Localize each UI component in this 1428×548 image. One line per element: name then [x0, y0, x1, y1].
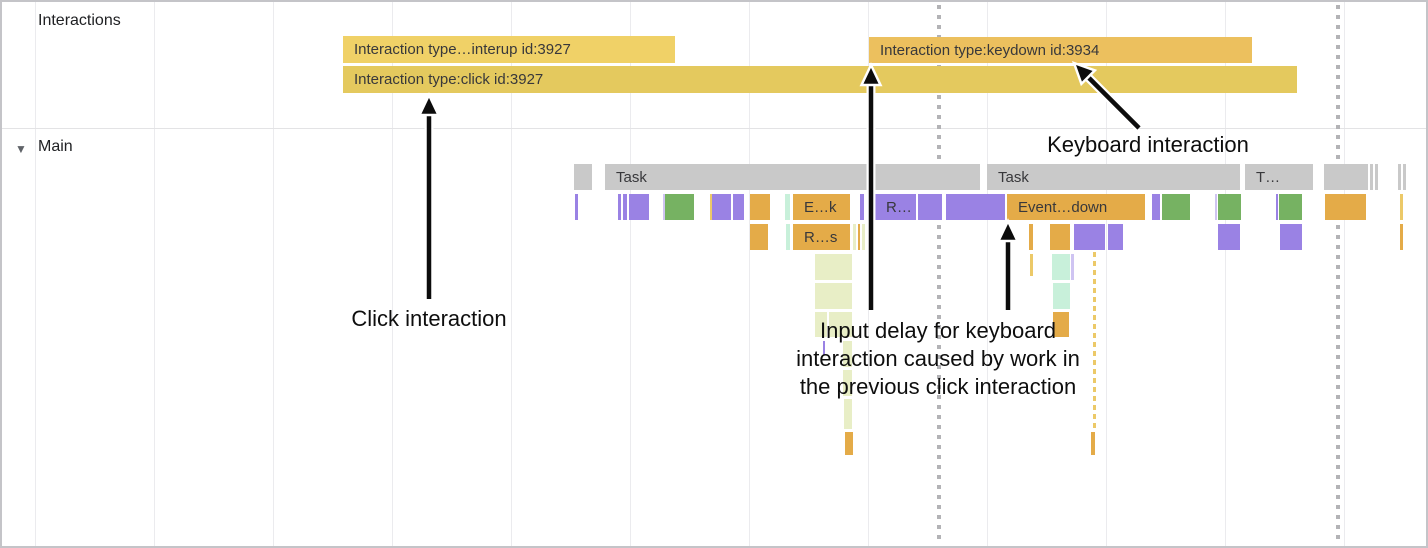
flame-bar[interactable] — [710, 194, 712, 220]
flame-bar[interactable] — [843, 370, 852, 396]
grid-line — [273, 2, 274, 546]
flame-bar[interactable] — [750, 224, 768, 250]
interaction-bar[interactable]: Interaction type:keydown id:3934 — [869, 37, 1252, 63]
arrowhead-icon — [417, 92, 441, 117]
flame-bar[interactable] — [844, 399, 852, 429]
flame-bar[interactable] — [1218, 194, 1241, 220]
flame-bar[interactable] — [629, 194, 649, 220]
arrowhead-icon — [996, 218, 1020, 243]
grid-line — [1225, 2, 1226, 546]
task-segment[interactable] — [1375, 164, 1378, 190]
flame-bar[interactable] — [1074, 224, 1105, 250]
interaction-bar[interactable]: Interaction type:click id:3927 — [343, 66, 1297, 93]
flame-bar[interactable] — [786, 224, 790, 250]
grid-line — [154, 2, 155, 546]
flame-bar[interactable] — [815, 283, 852, 309]
task-segment[interactable] — [574, 164, 592, 190]
flame-bar[interactable] — [918, 194, 942, 220]
flame-bar[interactable] — [853, 224, 856, 250]
flame-bar[interactable] — [750, 194, 770, 220]
interaction-bar[interactable]: Interaction type…interup id:3927 — [343, 36, 675, 63]
flame-bar[interactable] — [1029, 224, 1033, 250]
flame-bar[interactable] — [1279, 194, 1302, 220]
flame-bar[interactable] — [862, 224, 865, 250]
flame-bar[interactable] — [946, 194, 1005, 220]
flame-bar[interactable] — [712, 194, 731, 220]
flame-bar[interactable] — [1400, 194, 1403, 220]
interactions-track-label: Interactions — [38, 12, 121, 29]
flame-bar[interactable]: Event…down — [1007, 194, 1145, 220]
chevron-down-icon[interactable]: ▼ — [15, 142, 27, 156]
flame-bar[interactable] — [1218, 224, 1240, 250]
flame-bar[interactable] — [1325, 194, 1366, 220]
flame-bar[interactable] — [858, 224, 860, 250]
flame-bar[interactable] — [1162, 194, 1190, 220]
grid-line — [630, 2, 631, 546]
flame-bar[interactable] — [1215, 194, 1217, 220]
grid-line — [35, 2, 36, 546]
task-segment[interactable] — [1324, 164, 1368, 190]
flame-bar[interactable] — [815, 312, 827, 337]
flame-bar[interactable] — [843, 341, 852, 367]
task-segment[interactable]: Task — [987, 164, 1240, 190]
flame-bar[interactable] — [860, 194, 864, 220]
flame-bar[interactable] — [1108, 224, 1123, 250]
grid-line — [511, 2, 512, 546]
grid-line — [1106, 2, 1107, 546]
annotation-click-interaction: Click interaction — [351, 306, 507, 331]
flame-bar[interactable]: R… — [875, 194, 916, 220]
main-track-label: Main — [38, 138, 73, 155]
flame-bar[interactable] — [1050, 224, 1070, 250]
grid-line — [749, 2, 750, 546]
flame-bar[interactable] — [1152, 194, 1160, 220]
track-separator — [2, 128, 1426, 129]
flame-bar[interactable] — [1091, 432, 1095, 455]
flame-bar[interactable] — [665, 194, 694, 220]
flame-bar[interactable]: E…k — [793, 194, 850, 220]
flame-bar[interactable] — [785, 194, 790, 220]
guide-line — [1336, 5, 1340, 543]
flame-bar[interactable] — [1071, 254, 1074, 280]
flame-bar[interactable] — [845, 432, 853, 455]
task-segment[interactable] — [1398, 164, 1401, 190]
grid-line — [987, 2, 988, 546]
task-segment[interactable]: T… — [1245, 164, 1313, 190]
pending-activity-column — [1093, 252, 1096, 430]
flame-bar[interactable] — [1400, 224, 1403, 250]
flame-bar[interactable] — [1053, 283, 1070, 309]
flame-bar[interactable] — [663, 194, 665, 220]
flame-bar[interactable] — [1276, 194, 1278, 220]
flame-bar[interactable] — [1280, 224, 1302, 250]
task-segment[interactable] — [1370, 164, 1373, 190]
flame-bar[interactable] — [733, 194, 744, 220]
grid-line — [392, 2, 393, 546]
flame-bar[interactable] — [1053, 312, 1069, 337]
flame-bar[interactable] — [1030, 254, 1033, 276]
flame-bar[interactable] — [1052, 254, 1070, 280]
flame-bar[interactable] — [618, 194, 621, 220]
task-segment[interactable] — [1403, 164, 1406, 190]
flame-bar[interactable] — [829, 312, 852, 337]
flame-bar[interactable]: R…s — [793, 224, 850, 250]
grid-line — [1344, 2, 1345, 546]
task-segment[interactable]: Task — [605, 164, 980, 190]
flame-bar[interactable] — [623, 194, 627, 220]
flame-bar[interactable] — [823, 341, 825, 355]
guide-line — [937, 5, 941, 543]
annotation-keyboard-interaction: Keyboard interaction — [1047, 132, 1249, 157]
flame-bar[interactable] — [575, 194, 578, 220]
flame-bar[interactable] — [815, 254, 852, 280]
